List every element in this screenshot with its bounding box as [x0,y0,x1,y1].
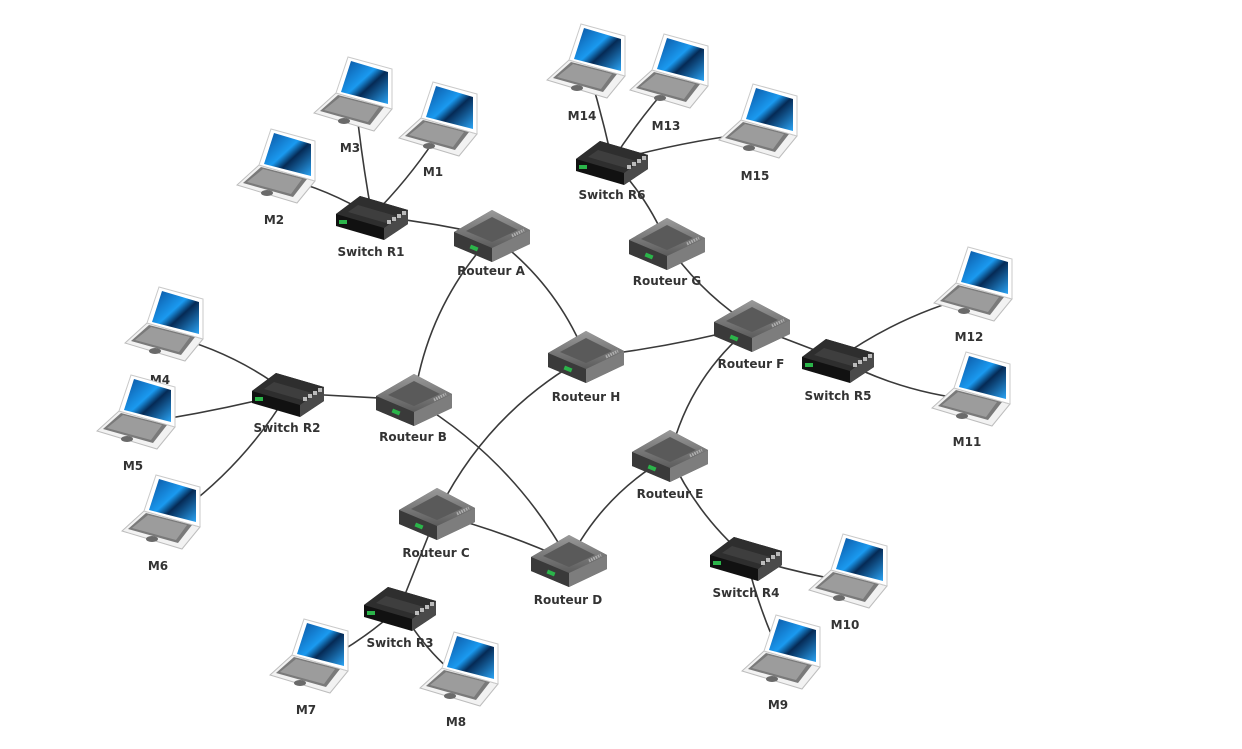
node-label: M7 [296,703,316,717]
router-node-rf[interactable]: Routeur F [712,298,792,371]
switch-icon [710,537,782,581]
laptop-icon [398,81,478,157]
laptop-node-m11[interactable]: M11 [931,351,1011,449]
switch-node-sr2[interactable]: Switch R2 [252,373,324,435]
router-node-rc[interactable]: Routeur C [397,486,477,560]
node-label: Routeur E [637,487,704,501]
node-label: Switch R5 [804,389,871,403]
node-label: Routeur A [457,264,526,278]
laptop-icon [121,474,201,550]
laptop-icon [269,618,349,694]
node-label: M11 [953,435,982,449]
laptop-node-m2[interactable]: M2 [236,128,316,227]
laptop-node-m6[interactable]: M6 [121,474,201,573]
laptop-icon [236,128,316,204]
node-label: Routeur G [633,274,701,288]
router-node-ra[interactable]: Routeur A [452,208,532,278]
laptop-icon [313,56,393,132]
laptop-node-m3[interactable]: M3 [313,56,393,155]
node-label: Switch R3 [366,636,433,650]
laptop-node-m5[interactable]: M5 [96,374,176,473]
router-icon [452,208,532,264]
router-node-rh[interactable]: Routeur H [546,329,626,404]
laptop-node-m7[interactable]: M7 [269,618,349,717]
switch-icon [252,373,324,417]
laptop-node-m9[interactable]: M9 [741,614,821,712]
node-label: M12 [955,330,984,344]
node-label: M1 [423,165,443,179]
node-label: M10 [831,618,860,632]
switch-icon [364,587,436,631]
node-label: Switch R2 [253,421,320,435]
switch-node-sr6[interactable]: Switch R6 [576,141,648,202]
node-label: Routeur B [379,430,447,444]
laptop-node-m15[interactable]: M15 [718,83,798,183]
node-label: M2 [264,213,284,227]
switch-node-sr1[interactable]: Switch R1 [336,196,408,259]
node-label: Routeur H [552,390,621,404]
link-rc-rh [436,356,587,515]
laptop-icon [808,533,888,609]
node-label: M8 [446,715,466,729]
laptop-node-m13[interactable]: M13 [629,33,709,133]
laptop-icon [629,33,709,109]
node-label: Routeur C [402,546,470,560]
switch-node-sr4[interactable]: Switch R4 [710,537,782,600]
node-label: M5 [123,459,143,473]
switch-node-sr3[interactable]: Switch R3 [364,587,436,650]
node-label: M13 [652,119,681,133]
router-node-rb[interactable]: Routeur B [374,372,454,444]
node-label: Switch R6 [578,188,645,202]
router-icon [630,428,710,484]
router-icon [529,533,609,589]
node-label: Switch R1 [337,245,404,259]
node-label: Switch R4 [712,586,779,600]
laptop-icon [124,286,204,362]
switch-icon [802,339,874,383]
laptop-node-m12[interactable]: M12 [933,246,1013,344]
laptop-icon [931,351,1011,427]
router-node-rg[interactable]: Routeur G [627,216,707,288]
laptop-node-m1[interactable]: M1 [398,81,478,179]
node-label: M6 [148,559,168,573]
laptop-node-m8[interactable]: M8 [419,631,499,729]
laptop-icon [718,83,798,159]
switch-node-sr5[interactable]: Switch R5 [802,339,874,403]
laptop-icon [933,246,1013,322]
router-node-re[interactable]: Routeur E [630,428,710,501]
link-ra-rb [413,235,493,401]
laptop-node-m10[interactable]: M10 [808,533,888,632]
link-rb-rd [413,399,570,562]
node-label: M9 [768,698,788,712]
laptop-icon [741,614,821,690]
router-icon [546,329,626,385]
laptop-icon [96,374,176,450]
laptop-node-m14[interactable]: M14 [546,23,626,123]
node-label: Routeur F [718,357,785,371]
router-icon [627,216,707,272]
router-icon [397,486,477,542]
router-node-rd[interactable]: Routeur D [529,533,609,607]
node-label: M15 [741,169,770,183]
laptop-icon [546,23,626,99]
node-label: M14 [568,109,597,123]
node-label: M3 [340,141,360,155]
laptop-node-m4[interactable]: M4 [124,286,204,387]
node-label: Routeur D [534,593,603,607]
switch-icon [576,141,648,185]
